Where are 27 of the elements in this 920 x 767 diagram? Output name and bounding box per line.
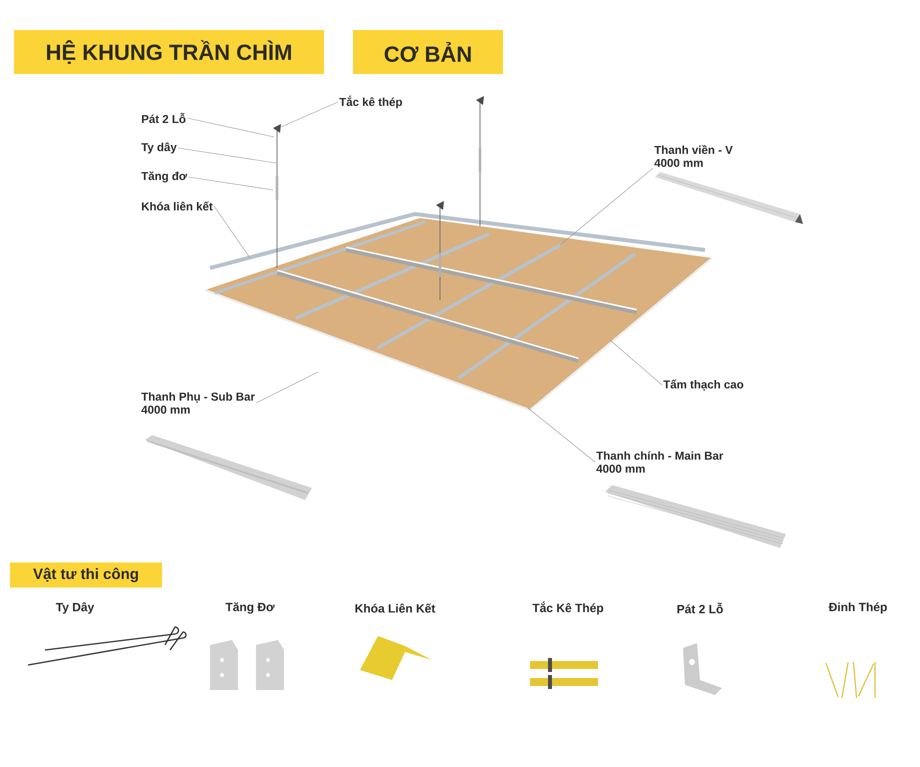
callout-label: Thanh viền - V 4000 mm [654,145,733,167]
item-label: Ty Dây [56,602,94,614]
callout-label: Tăng đơ [141,172,188,182]
leader-line [178,148,276,164]
callout-label: Thanh chính - Main Bar 4000 mm [596,451,724,473]
item-label: Tắc Kê Thép [532,601,604,615]
leader-line [528,408,596,462]
callout-label: Pát 2 Lỗ [142,112,186,124]
item-label: Tăng Đơ [226,602,275,614]
leader-line [280,102,338,128]
title-banner: CƠ BẢN [353,30,503,74]
leader-line [186,118,274,138]
callout-label: Khóa liên kết [142,202,213,210]
callout-label: Tắc kê thép [339,96,402,108]
item-label: Đinh Thép [828,602,887,614]
leader-line [560,168,654,246]
leader-line [214,206,250,258]
callout-label: Tấm thạch cao [663,380,744,390]
leader-line [188,176,274,190]
section-banner: Vật tư thi công [10,562,162,588]
title-banner: HỆ KHUNG TRẦN CHÌM [14,30,324,74]
item-label: Pát 2 Lỗ [677,602,723,614]
callout-label: Thanh Phụ - Sub Bar 4000 mm [141,392,255,414]
leader-line [256,372,318,404]
callout-label: Ty dây [141,142,177,154]
leader-line [610,340,662,386]
item-label: Khóa Liên Kết [355,603,436,613]
